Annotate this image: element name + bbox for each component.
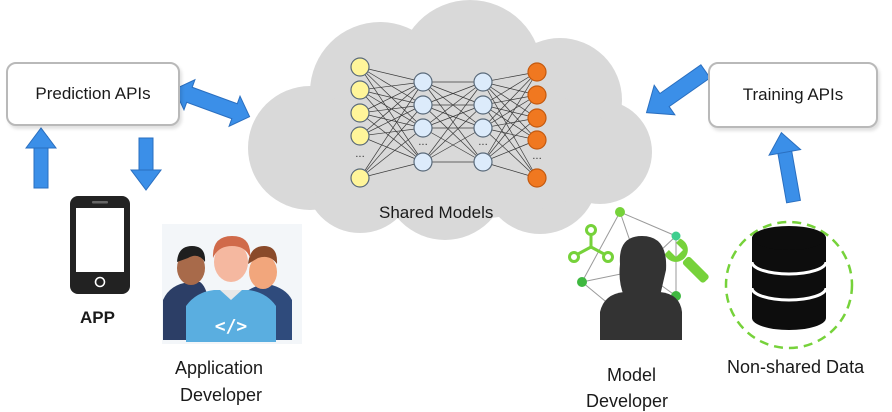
- nn-connection: [359, 127, 424, 137]
- nn-connection: [482, 117, 538, 163]
- nn-connection: [422, 104, 484, 129]
- nn-connection: [422, 81, 484, 129]
- nn-connection: [359, 127, 424, 179]
- arrow-app-up: [25, 127, 57, 189]
- nn-node: [473, 95, 493, 115]
- nn-connection: [422, 127, 484, 163]
- nn-node: [527, 62, 547, 82]
- nn-node: [473, 152, 493, 172]
- nn-connection: [482, 71, 538, 129]
- nn-node: [473, 118, 493, 138]
- nn-connection: [482, 81, 538, 141]
- arrow-training-to-cloud: [645, 64, 711, 116]
- application-developer-line2: Developer: [180, 385, 263, 405]
- nn-connection: [359, 66, 424, 163]
- prediction-apis-label: Prediction APIs: [35, 84, 151, 103]
- prediction-apis-box: Prediction APIs: [6, 62, 180, 126]
- nn-node: [350, 80, 370, 100]
- nn-ellipsis: ···: [418, 140, 428, 151]
- nn-node: [527, 130, 547, 150]
- nn-connection: [422, 104, 484, 163]
- nn-node: [413, 118, 433, 138]
- database-icon: [724, 220, 854, 350]
- nn-connection: [359, 104, 424, 137]
- svg-text:</>: </>: [215, 316, 248, 337]
- nn-connection: [422, 81, 484, 163]
- neural-network-icon: ··· ··· ··· ···: [350, 57, 547, 188]
- non-shared-data-label: Non-shared Data: [727, 357, 865, 377]
- nn-connection: [359, 161, 424, 179]
- nn-connection: [359, 81, 424, 114]
- smartphone-icon: [70, 196, 130, 294]
- nn-connection: [359, 81, 424, 179]
- training-apis-label: Training APIs: [742, 85, 844, 104]
- arrow-data-to-training: [768, 131, 802, 204]
- nn-connection: [482, 139, 538, 163]
- arrow-prediction-cloud: [173, 78, 251, 128]
- nn-node: [350, 103, 370, 123]
- nn-node: [350, 126, 370, 146]
- nn-connection: [482, 94, 538, 163]
- nn-node: [350, 168, 370, 188]
- nn-connection: [482, 104, 538, 179]
- arrow-down-to-app: [130, 137, 162, 191]
- developer-team-icon: </>: [162, 224, 302, 344]
- nn-node: [527, 108, 547, 128]
- nn-node: [413, 152, 433, 172]
- nn-node: [527, 85, 547, 105]
- application-developer-line1: Application: [175, 358, 264, 378]
- shared-models-label: Shared Models: [379, 203, 494, 222]
- nn-connection: [359, 135, 424, 163]
- nn-connection: [359, 104, 424, 179]
- nn-connection: [482, 81, 538, 179]
- nn-connection: [359, 89, 424, 163]
- nn-connection: [359, 112, 424, 163]
- nn-connection: [482, 94, 538, 129]
- nn-connection: [359, 66, 424, 83]
- model-developer-line2: Developer: [586, 391, 669, 411]
- nn-ellipsis: ···: [355, 152, 365, 163]
- model-developer-line1: Model: [607, 365, 657, 385]
- model-developer-icon: [568, 207, 709, 340]
- nn-node: [413, 72, 433, 92]
- nn-connection: [482, 104, 538, 141]
- nn-node: [413, 95, 433, 115]
- nn-connection: [482, 71, 538, 106]
- nn-connection: [359, 81, 424, 91]
- nn-connection: [482, 71, 538, 163]
- app-label: APP: [80, 308, 115, 327]
- nn-node: [527, 168, 547, 188]
- nn-ellipsis: ···: [478, 140, 488, 151]
- nn-ellipsis: ···: [532, 154, 542, 165]
- nn-connection: [422, 81, 484, 106]
- nn-connection: [482, 127, 538, 179]
- training-apis-box: Training APIs: [708, 62, 878, 128]
- nn-node: [350, 57, 370, 77]
- nn-connection: [359, 81, 424, 137]
- nn-node: [473, 72, 493, 92]
